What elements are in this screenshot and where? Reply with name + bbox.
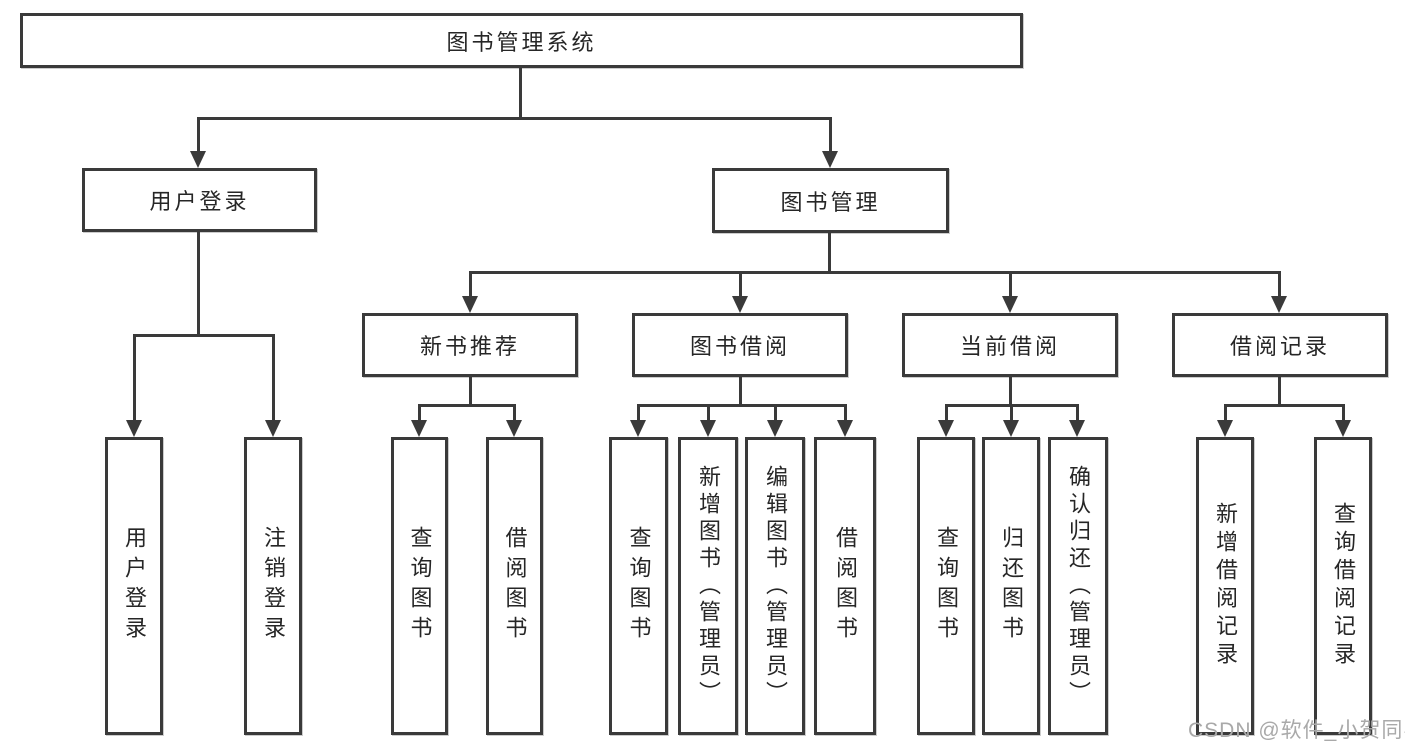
connector-line: [469, 271, 472, 298]
arrow-down-icon: [1002, 296, 1018, 313]
connector-line: [829, 117, 832, 155]
leaf-user-login: 用户登录: [105, 437, 163, 735]
connector-line: [272, 334, 275, 421]
connector-line: [418, 404, 516, 407]
connector-line: [1278, 271, 1281, 298]
connector-line: [197, 117, 200, 155]
arrow-down-icon: [822, 151, 838, 168]
leaf-query-books-current: 查询图书: [917, 437, 975, 735]
leaf-return-books: 归还图书: [982, 437, 1040, 735]
connector-line: [1224, 404, 1344, 407]
arrow-down-icon: [411, 420, 427, 437]
node-book-borrowing: 图书借阅: [632, 313, 848, 377]
arrow-down-icon: [1003, 420, 1019, 437]
leaf-query-books-recommend: 查询图书: [391, 437, 448, 735]
node-user-login: 用户登录: [82, 168, 317, 232]
leaf-edit-books-admin: 编辑图书（管理员）: [745, 437, 805, 735]
arrow-down-icon: [1069, 420, 1085, 437]
connector-line: [1009, 271, 1012, 298]
connector-line: [844, 404, 847, 421]
connector-line: [637, 404, 640, 421]
arrow-down-icon: [700, 420, 716, 437]
arrow-down-icon: [506, 420, 522, 437]
node-new-book-recommend: 新书推荐: [362, 313, 578, 377]
node-current-borrowing: 当前借阅: [902, 313, 1118, 377]
connector-line: [1009, 376, 1012, 407]
connector-line: [418, 404, 421, 421]
arrow-down-icon: [1271, 296, 1287, 313]
connector-line: [828, 232, 831, 273]
connector-line: [1278, 376, 1281, 407]
node-root-library-system: 图书管理系统: [20, 13, 1023, 68]
arrow-down-icon: [767, 420, 783, 437]
connector-line: [1010, 404, 1013, 421]
connector-line: [1342, 404, 1345, 421]
connector-line: [469, 271, 1281, 274]
arrow-down-icon: [1335, 420, 1351, 437]
leaf-borrow-books: 借阅图书: [814, 437, 876, 735]
arrow-down-icon: [732, 296, 748, 313]
connector-line: [637, 404, 847, 407]
arrow-down-icon: [190, 151, 206, 168]
leaf-logout: 注销登录: [244, 437, 302, 735]
arrow-down-icon: [938, 420, 954, 437]
arrow-down-icon: [265, 420, 281, 437]
connector-line: [707, 404, 710, 421]
csdn-watermark: CSDN @软件_小贺同学: [1188, 719, 1405, 742]
node-borrow-records: 借阅记录: [1172, 313, 1388, 377]
connector-line: [469, 376, 472, 407]
arrow-down-icon: [462, 296, 478, 313]
connector-line: [133, 334, 275, 337]
connector-line: [133, 334, 136, 421]
arrow-down-icon: [630, 420, 646, 437]
connector-line: [1076, 404, 1079, 421]
connector-line: [197, 117, 832, 120]
connector-line: [945, 404, 948, 421]
connector-line: [774, 404, 777, 421]
node-book-management: 图书管理: [712, 168, 949, 233]
connector-line: [197, 231, 200, 335]
leaf-add-books-admin: 新增图书（管理员）: [678, 437, 738, 735]
connector-line: [739, 271, 742, 298]
leaf-query-books-borrowing: 查询图书: [609, 437, 668, 735]
arrow-down-icon: [837, 420, 853, 437]
connector-line: [739, 376, 742, 407]
arrow-down-icon: [126, 420, 142, 437]
leaf-confirm-return-admin: 确认归还（管理员）: [1048, 437, 1108, 735]
leaf-query-borrow-record: 查询借阅记录: [1314, 437, 1372, 735]
connector-line: [519, 67, 522, 120]
connector-line: [1224, 404, 1227, 421]
arrow-down-icon: [1217, 420, 1233, 437]
connector-line: [513, 404, 516, 421]
leaf-add-borrow-record: 新增借阅记录: [1196, 437, 1254, 735]
leaf-borrow-books-recommend: 借阅图书: [486, 437, 543, 735]
